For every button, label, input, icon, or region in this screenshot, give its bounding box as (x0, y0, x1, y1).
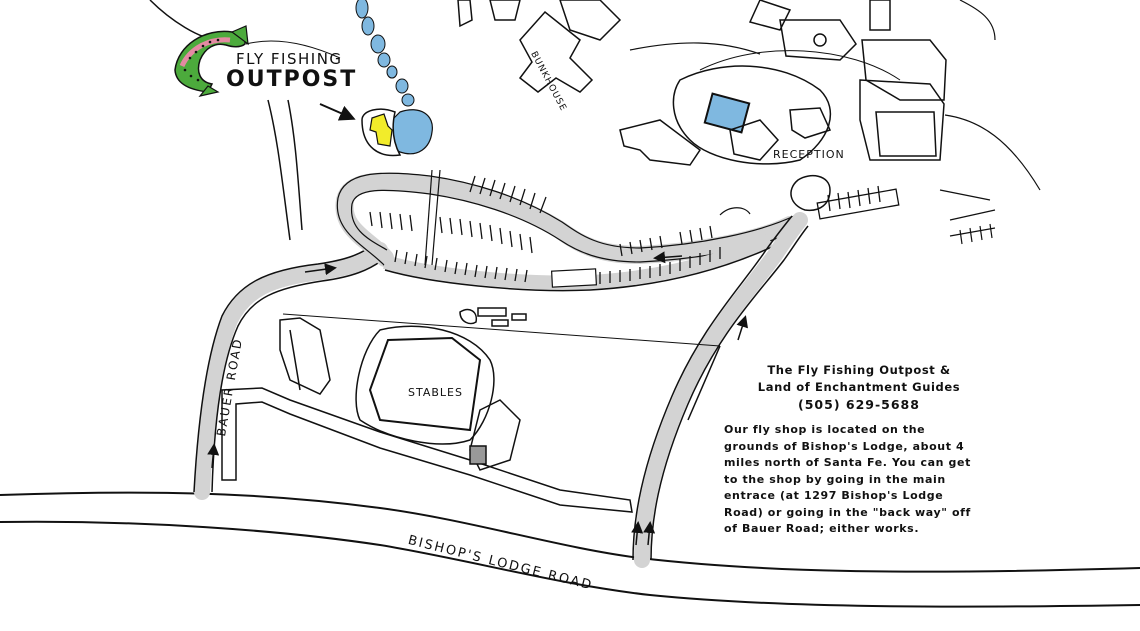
trout-fish-icon (174, 25, 341, 97)
shop-pointer-arrow (319, 103, 356, 121)
right-parking-stalls (949, 223, 996, 245)
parking-loop-road (335, 172, 799, 267)
direction-arrows (207, 251, 748, 546)
fly-shop-building (369, 113, 393, 147)
main-entrance-road (634, 212, 808, 568)
parking-stalls-upper (369, 175, 547, 254)
reception-buildings (619, 0, 1041, 221)
info-panel: The Fly Fishing Outpost & Land of Enchan… (724, 362, 994, 538)
info-phone: (505) 629-5688 (798, 397, 920, 412)
stables-label: STABLES (408, 386, 463, 399)
info-title-line1: The Fly Fishing Outpost & (767, 363, 951, 377)
logo-title-line2: OUTPOST (226, 67, 358, 92)
info-title-line2: Land of Enchantment Guides (757, 380, 961, 394)
stables-complex (221, 307, 721, 513)
parking-stalls-lower (394, 225, 721, 284)
stream (355, 0, 415, 107)
reception-label: RECEPTION (773, 148, 845, 161)
top-buildings (457, 0, 996, 55)
bunkhouse-building (518, 10, 594, 93)
info-body: Our fly shop is located on the grounds o… (724, 423, 971, 535)
bauer-road (194, 242, 388, 500)
bishops-lodge-road-edge-bottom (0, 520, 1140, 608)
parking-stalls-reception (816, 185, 900, 220)
logo-title-line1: FLY FISHING (236, 50, 343, 68)
